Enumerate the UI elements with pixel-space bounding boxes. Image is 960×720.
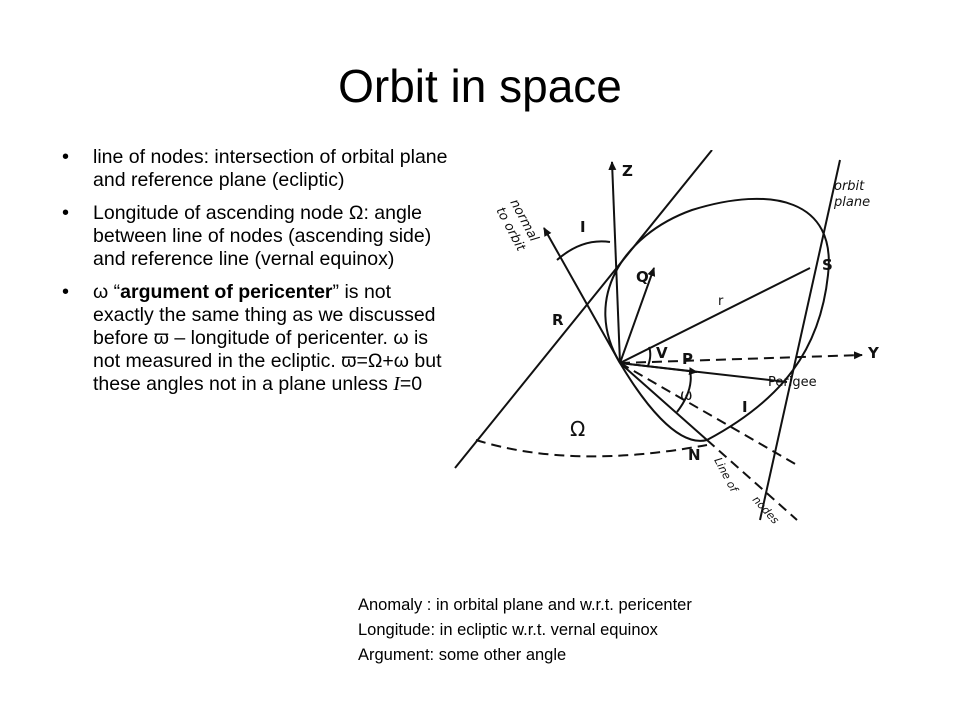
bullet-text-bold: argument of pericenter bbox=[120, 281, 333, 303]
orbit-plane-edge-left bbox=[454, 150, 713, 469]
s-label: S bbox=[822, 256, 833, 274]
orbit-label: orbit bbox=[834, 179, 865, 194]
inclination-lower-label: I bbox=[742, 398, 748, 416]
q-vector bbox=[619, 267, 656, 364]
bullet-line-of-nodes: • line of nodes: intersection of orbital… bbox=[62, 146, 450, 192]
bullet-text: line of nodes: intersection of orbital p… bbox=[93, 146, 448, 191]
note-anomaly: Anomaly : in orbital plane and w.r.t. pe… bbox=[358, 596, 692, 614]
p-label: P bbox=[682, 350, 693, 368]
y-axis bbox=[619, 351, 863, 364]
n-label: N bbox=[688, 446, 701, 464]
bullet-text-italic: I bbox=[393, 374, 400, 395]
bullet-text-end: =0 bbox=[399, 373, 423, 395]
r-label: r bbox=[718, 294, 724, 309]
perigee-label: Perigee bbox=[768, 375, 817, 390]
inclination-arc bbox=[556, 240, 611, 261]
argument-arc bbox=[676, 369, 692, 413]
orbit-plane-edge-right bbox=[759, 159, 841, 521]
bullet-list: • line of nodes: intersection of orbital… bbox=[62, 146, 450, 406]
bullet-argument-of-pericenter: • ω “argument of pericenter” is not exac… bbox=[62, 281, 450, 396]
z-axis bbox=[608, 161, 621, 364]
omega-label: Ω bbox=[570, 417, 585, 441]
bullet-text: Longitude of ascending node Ω: angle bet… bbox=[93, 202, 432, 270]
anomaly-arc bbox=[647, 346, 652, 367]
plane-label: plane bbox=[833, 195, 870, 210]
line-of-label: Line of bbox=[711, 455, 741, 496]
inclination-top-label: I bbox=[580, 218, 586, 236]
line-of-nodes-extension bbox=[706, 439, 798, 521]
bullet-dot-icon: • bbox=[62, 146, 70, 168]
r-vector-label: R bbox=[552, 311, 564, 329]
notes-block: Anomaly : in orbital plane and w.r.t. pe… bbox=[358, 593, 858, 668]
y-label: Y bbox=[867, 344, 880, 362]
note-longitude: Longitude: in ecliptic w.r.t. vernal equ… bbox=[358, 621, 658, 639]
note-argument: Argument: some other angle bbox=[358, 646, 567, 664]
bullet-text-pre: ω “ bbox=[93, 281, 121, 303]
v-label: V bbox=[656, 344, 668, 362]
bullet-longitude-ascending-node: • Longitude of ascending node Ω: angle b… bbox=[62, 202, 450, 271]
argument-label: ω bbox=[680, 386, 693, 404]
q-label: Q bbox=[636, 268, 649, 286]
normal-axis bbox=[543, 227, 621, 364]
z-label: Z bbox=[622, 162, 633, 180]
slide-title: Orbit in space bbox=[338, 60, 622, 112]
orbit-diagram: Z Y normal to orbit orbit plane I Q S r … bbox=[454, 150, 880, 527]
projection-line bbox=[619, 362, 798, 466]
radius-vector bbox=[619, 267, 811, 364]
bullet-dot-icon: • bbox=[62, 281, 70, 303]
bullet-dot-icon: • bbox=[62, 202, 70, 224]
perigee-line bbox=[619, 362, 788, 383]
orbit-ellipse bbox=[604, 197, 830, 442]
bullet-text-post: ” is not exactly the same thing as we di… bbox=[93, 281, 442, 395]
omega-arc bbox=[475, 439, 708, 458]
line-of-nodes bbox=[619, 362, 708, 441]
